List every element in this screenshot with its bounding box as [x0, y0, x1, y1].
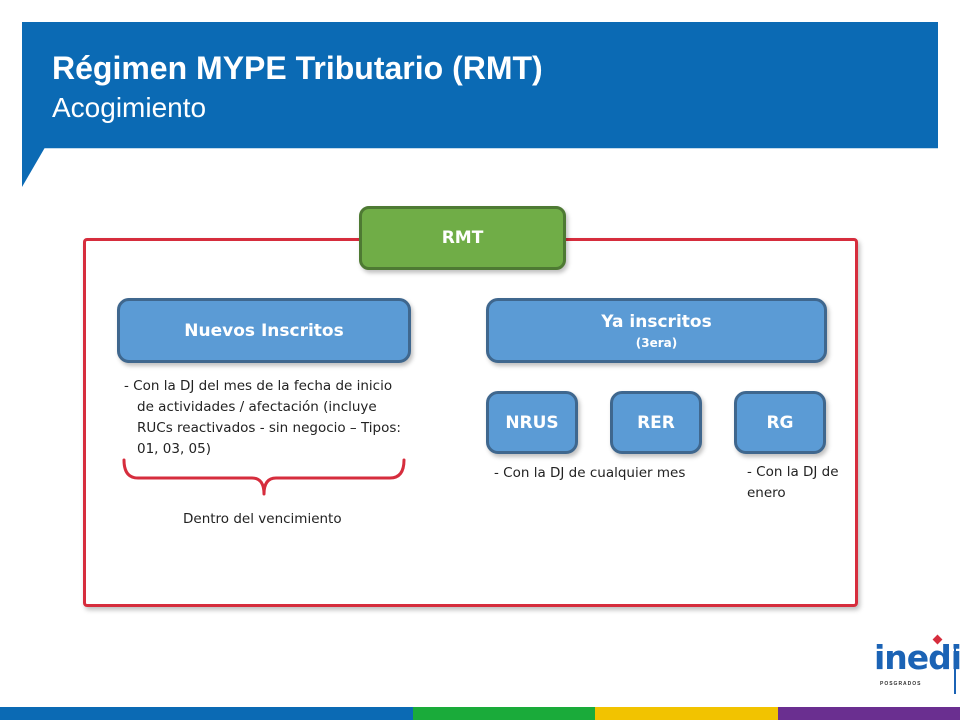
nrus-rer-note: - Con la DJ de cualquier mes	[494, 465, 686, 481]
footer-segment-purple	[778, 707, 960, 720]
rg-label: RG	[766, 412, 794, 433]
ya-inscritos-label: Ya inscritos	[601, 311, 712, 332]
footer-color-bar	[0, 707, 960, 720]
logo-divider	[954, 646, 956, 694]
ya-inscritos-node: Ya inscritos (3era)	[486, 298, 827, 363]
rg-node: RG	[734, 391, 826, 454]
curly-brace	[122, 458, 406, 496]
nrus-label: NRUS	[505, 412, 559, 433]
page-subtitle: Acogimiento	[52, 92, 207, 123]
rmt-node-label: RMT	[441, 228, 484, 248]
rg-note: - Con la DJ de enero	[747, 464, 839, 501]
inedi-logo: inedi POSGRADOS	[874, 634, 960, 700]
footer-segment-green	[413, 707, 595, 720]
logo-subtext: POSGRADOS	[880, 681, 922, 687]
page-title: Régimen MYPE Tributario (RMT)	[52, 50, 543, 86]
rer-node: RER	[610, 391, 702, 454]
logo-word: inedi	[874, 638, 960, 677]
vencimiento-note: Dentro del vencimiento	[183, 511, 342, 527]
nuevos-inscritos-note: - Con la DJ del mes de la fecha de inici…	[124, 378, 401, 457]
rer-label: RER	[637, 412, 675, 433]
ya-inscritos-sublabel: (3era)	[635, 335, 678, 350]
rmt-node: RMT	[359, 206, 566, 270]
nrus-node: NRUS	[486, 391, 578, 454]
nuevos-inscritos-label: Nuevos Inscritos	[184, 320, 344, 341]
nuevos-inscritos-node: Nuevos Inscritos	[117, 298, 411, 363]
footer-segment-blue	[0, 707, 413, 720]
footer-segment-yellow	[595, 707, 778, 720]
